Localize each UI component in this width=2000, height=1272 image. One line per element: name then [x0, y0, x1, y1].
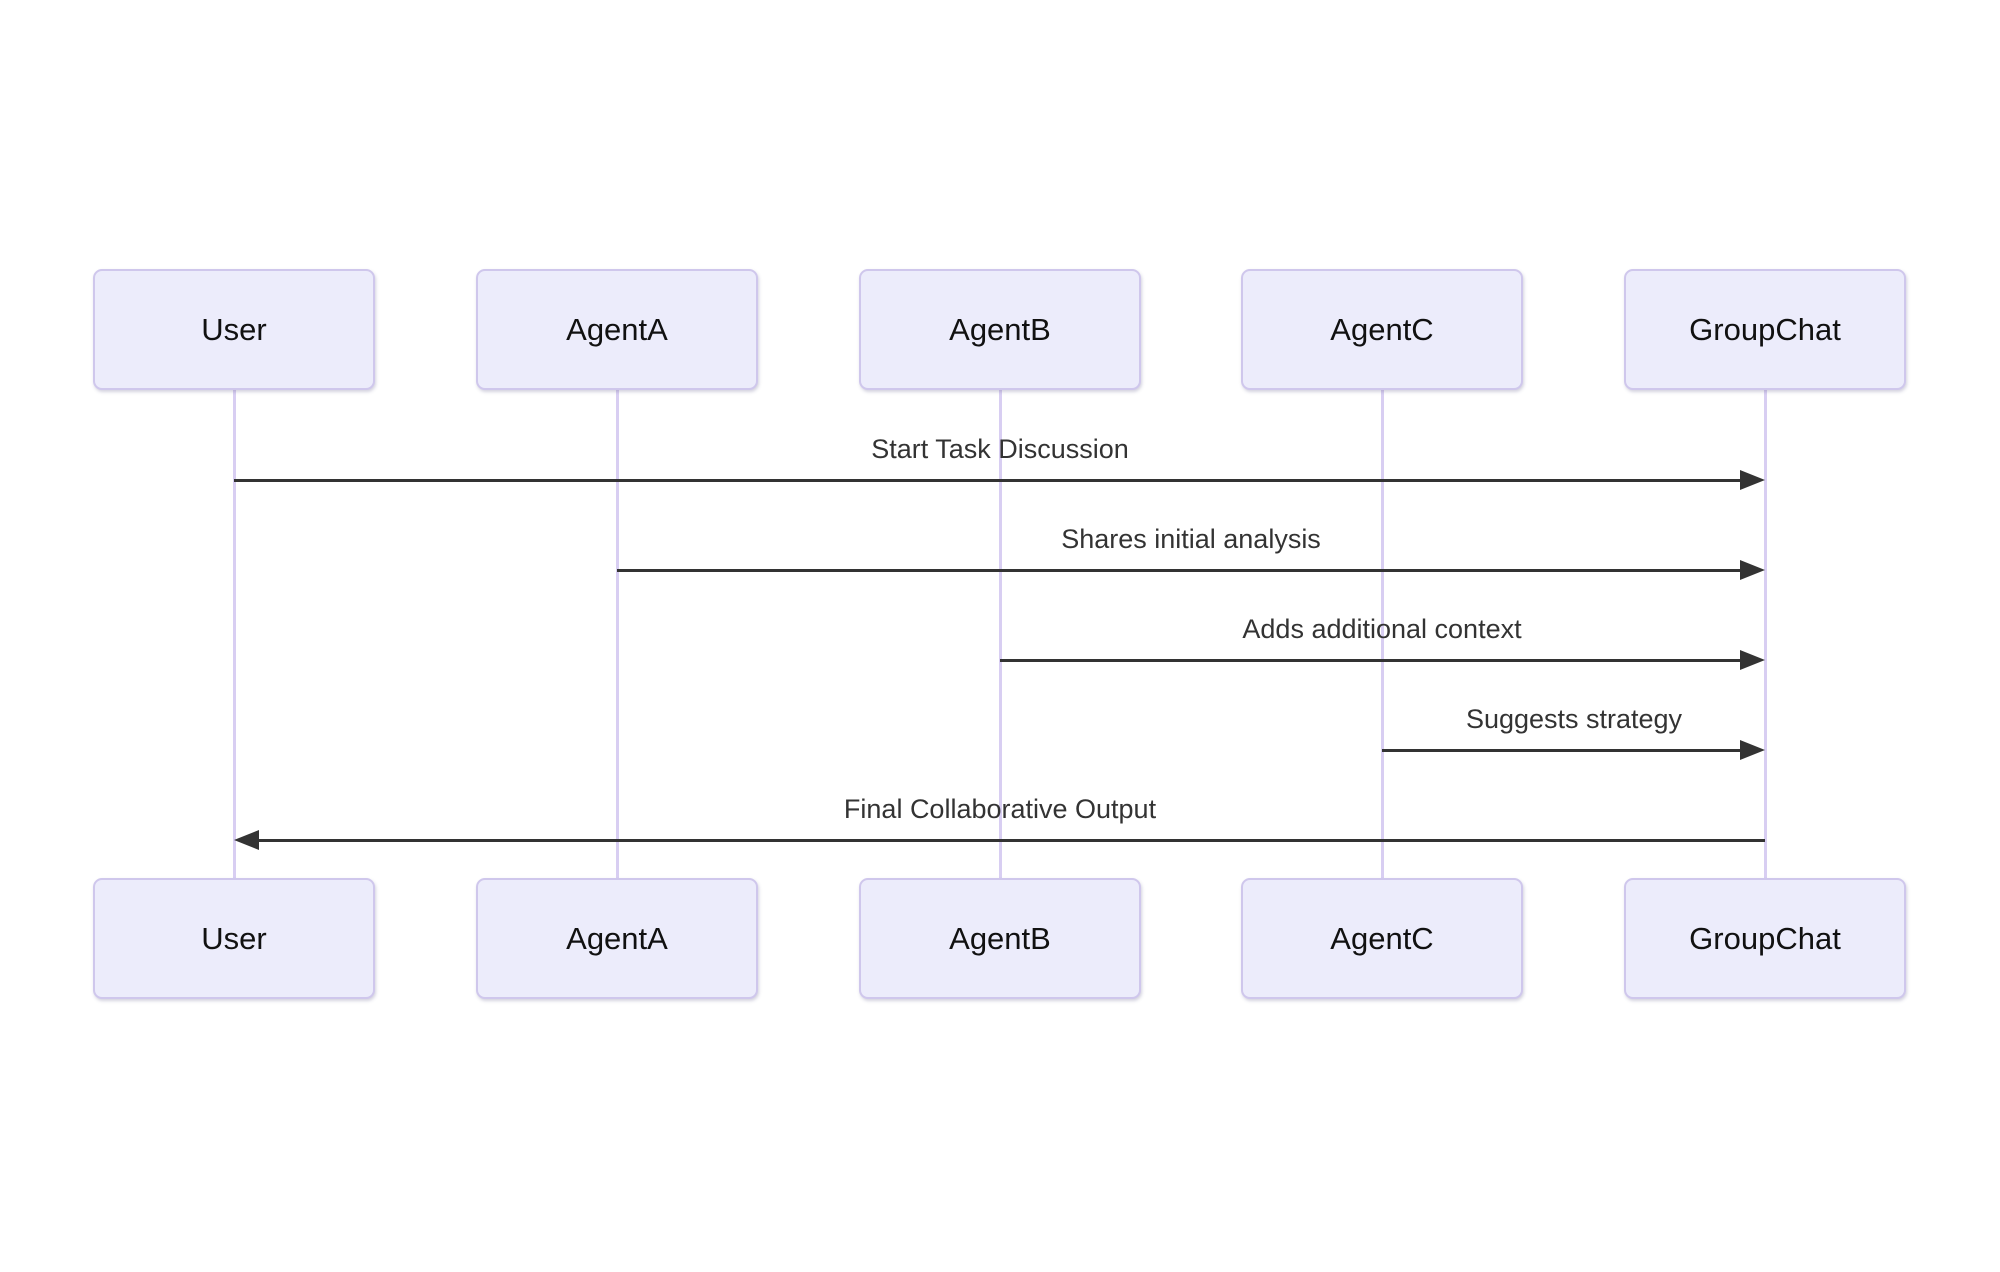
message-4-line: [1382, 748, 1741, 752]
actor-top-agentc: AgentC: [1241, 269, 1523, 390]
message-3-arrowhead: [1740, 650, 1765, 670]
message-3-label: Adds additional context: [1242, 614, 1522, 644]
actor-label: AgentC: [1330, 311, 1434, 347]
lifeline-user: [232, 390, 236, 878]
actor-label: GroupChat: [1689, 920, 1841, 956]
lifeline-agenta: [615, 390, 619, 878]
message-1-arrowhead: [1740, 470, 1765, 490]
lifeline-groupchat: [1763, 390, 1767, 878]
lifeline-agentb: [998, 390, 1002, 878]
message-5-label: Final Collaborative Output: [843, 794, 1157, 824]
message-2-arrowhead: [1740, 560, 1765, 580]
actor-bottom-agentb: AgentB: [859, 878, 1141, 999]
actor-top-agentb: AgentB: [859, 269, 1141, 390]
actor-bottom-groupchat: GroupChat: [1624, 878, 1906, 999]
actor-top-agenta: AgentA: [476, 269, 758, 390]
actor-label: AgentA: [566, 920, 668, 956]
actor-bottom-agenta: AgentA: [476, 878, 758, 999]
actor-label: User: [201, 311, 267, 347]
message-1-label: Start Task Discussion: [871, 434, 1129, 464]
actor-bottom-agentc: AgentC: [1241, 878, 1523, 999]
actor-label: AgentB: [949, 920, 1051, 956]
actor-top-groupchat: GroupChat: [1624, 269, 1906, 390]
message-1-line: [234, 478, 1741, 482]
message-2-line: [617, 568, 1741, 572]
actor-top-user: User: [93, 269, 375, 390]
message-4-arrowhead: [1740, 740, 1765, 760]
actor-label: AgentC: [1330, 920, 1434, 956]
actor-bottom-user: User: [93, 878, 375, 999]
actor-label: AgentB: [949, 311, 1051, 347]
message-5-arrowhead: [234, 830, 259, 850]
message-2-label: Shares initial analysis: [1061, 524, 1321, 554]
message-4-label: Suggests strategy: [1465, 704, 1683, 734]
message-5-line: [258, 838, 1765, 842]
actor-label: User: [201, 920, 267, 956]
lifeline-agentc: [1380, 390, 1384, 878]
actor-label: GroupChat: [1689, 311, 1841, 347]
message-3-line: [1000, 658, 1741, 662]
actor-label: AgentA: [566, 311, 668, 347]
